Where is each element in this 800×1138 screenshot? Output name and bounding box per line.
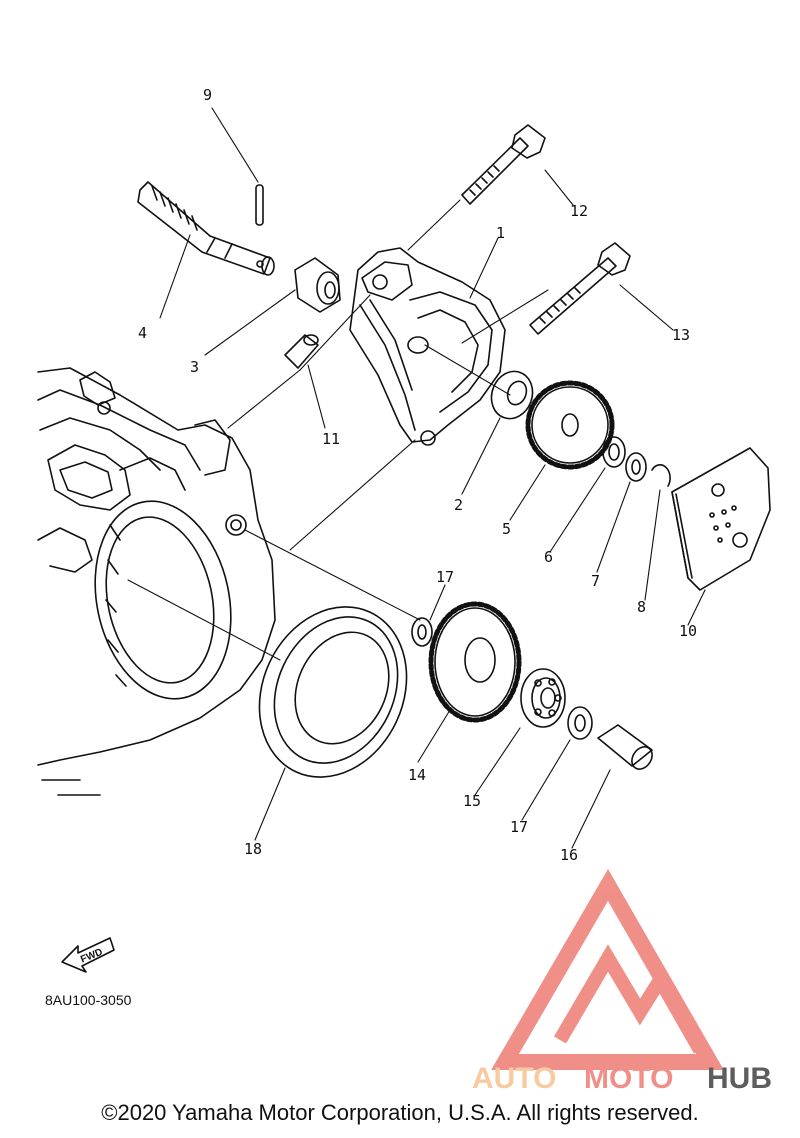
washers-part (602, 436, 671, 487)
gear-5-part (525, 380, 615, 470)
callout-13: 13 (672, 326, 690, 344)
callout-2: 2 (454, 496, 463, 514)
callout-14: 14 (408, 766, 426, 784)
seal-part (490, 370, 534, 420)
diagram-code: 8AU100-3050 (45, 992, 132, 1008)
callout-17-bottom: 17 (510, 818, 528, 836)
gear-14-part (428, 601, 522, 723)
dowel-part (284, 334, 319, 369)
cover-housing-part (349, 247, 506, 446)
callout-leaders (159, 107, 706, 849)
pin-part (255, 184, 264, 226)
washer-17b-part (567, 706, 593, 740)
callout-15: 15 (463, 792, 481, 810)
callout-4: 4 (138, 324, 147, 342)
callout-7: 7 (591, 572, 600, 590)
callout-6: 6 (544, 548, 553, 566)
callout-18: 18 (244, 840, 262, 858)
bolt-13-part (529, 242, 631, 335)
callout-12: 12 (570, 202, 588, 220)
bushing-part (294, 257, 341, 313)
automotohub-logo: AUTO MOTO HUB (472, 869, 772, 1095)
shaft-worm-part (137, 181, 275, 276)
callout-16: 16 (560, 846, 578, 864)
callout-17-top: 17 (436, 568, 454, 586)
callout-labels: 9 4 3 11 1 12 13 2 5 6 7 8 10 17 14 15 1… (138, 86, 697, 864)
callout-3: 3 (190, 358, 199, 376)
fwd-arrow-icon: FWD (61, 937, 115, 973)
logo-text-hub: HUB (707, 1062, 772, 1095)
callout-8: 8 (637, 598, 646, 616)
callout-11: 11 (322, 430, 340, 448)
dowel-16-part (597, 724, 653, 770)
crankcase (37, 367, 276, 796)
washer-17a-part (411, 617, 433, 647)
callout-1: 1 (496, 224, 505, 242)
logo-text-moto: MOTO (584, 1062, 673, 1095)
copyright-text: ©2020 Yamaha Motor Corporation, U.S.A. A… (101, 1100, 699, 1125)
callout-10: 10 (679, 622, 697, 640)
callout-5: 5 (502, 520, 511, 538)
bearing-part (520, 668, 566, 728)
plate-part (671, 447, 771, 591)
callout-9: 9 (203, 86, 212, 104)
leader-lines (127, 199, 549, 661)
logo-text-auto: AUTO (472, 1062, 556, 1095)
fwd-label: FWD (79, 947, 104, 966)
large-seal-part (258, 606, 408, 778)
bolt-12-part (461, 124, 546, 205)
